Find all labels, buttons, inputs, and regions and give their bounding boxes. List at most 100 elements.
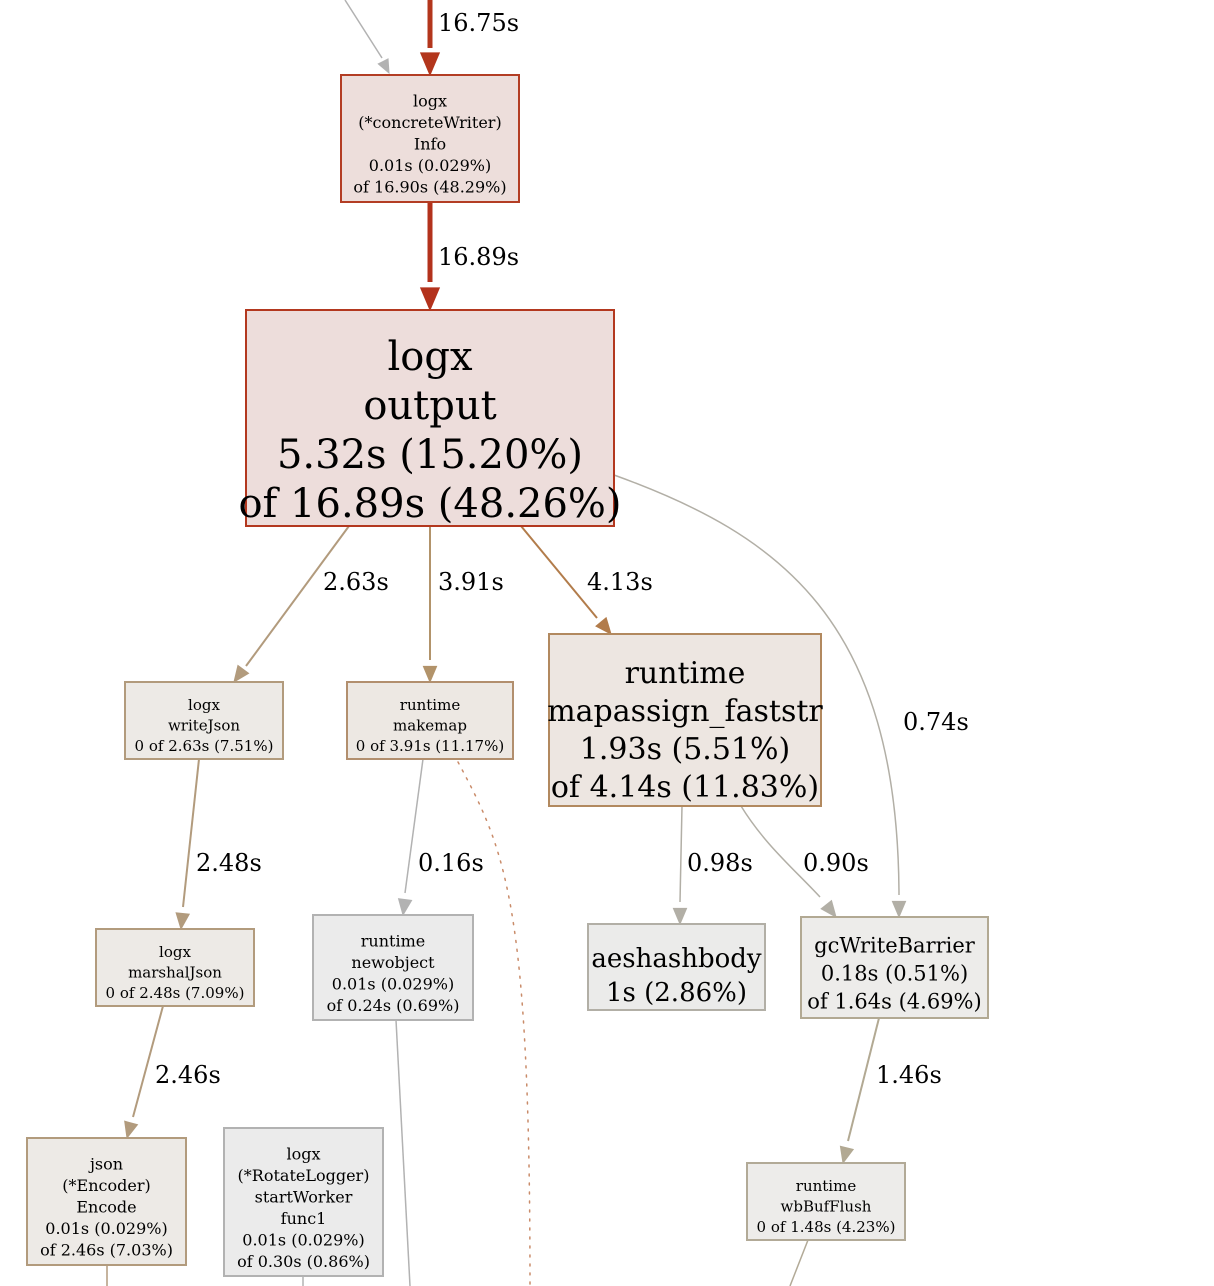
newobject-down-edge-stub: [395, 1019, 411, 1286]
edge-weight-label: 16.75s: [438, 9, 519, 37]
edge-arrowhead: [233, 664, 250, 684]
edge-output-to-gcwritebarrier[interactable]: 0.74s: [613, 474, 969, 919]
node-label-line: logx: [286, 1145, 320, 1164]
edge-weight-label: 0.74s: [903, 708, 969, 736]
node-label-line: runtime: [796, 1177, 857, 1195]
node-box: [245, 309, 615, 527]
edge-arrowhead: [839, 1145, 855, 1165]
edge-arrowhead: [820, 899, 837, 919]
edge-mapassign-to-aeshashbody[interactable]: 0.98s: [672, 805, 753, 926]
node-label-line: startWorker: [255, 1188, 353, 1207]
edge-line: [789, 1239, 809, 1286]
edges-layer: 16.75s 16.89s 2.63s 3.91s 4.13s 0.74s 2.48s 0.1…: [106, 0, 969, 1286]
edge-arrowhead: [397, 898, 413, 917]
node-label-line: func1: [281, 1209, 327, 1228]
node-box: [223, 1127, 384, 1277]
edge-weight-label: 4.13s: [587, 568, 653, 596]
node-label-line: marshalJson: [128, 964, 222, 982]
edge-line: [132, 1005, 164, 1118]
edge-line: [679, 805, 683, 903]
node-box: [800, 916, 989, 1019]
node-label-line: 5.32s (15.20%): [277, 432, 583, 478]
edge-gcwritebarrier-to-wbbufflush[interactable]: 1.46s: [839, 1017, 942, 1165]
node-label-line: 0 of 2.63s (7.51%): [135, 737, 274, 755]
node-label-line: of 16.89s (48.26%): [238, 481, 621, 527]
node-label-line: 0 of 1.48s (4.23%): [757, 1218, 896, 1236]
node-box: [346, 681, 514, 760]
node-label-line: 1s (2.86%): [606, 978, 747, 1008]
edge-line: [395, 1019, 411, 1286]
edge-weight-label: 2.46s: [155, 1061, 221, 1089]
edge-output-to-mapassign[interactable]: 4.13s: [520, 525, 653, 635]
edge-line: [847, 1017, 880, 1142]
edge-weight-label: 2.63s: [323, 568, 389, 596]
node-aeshashbody[interactable]: aeshashbody 1s (2.86%): [587, 923, 766, 1011]
node-label-line: json: [88, 1155, 123, 1174]
edge-makemap-to-newobject[interactable]: 0.16s: [397, 758, 484, 917]
node-label-line: aeshashbody: [591, 944, 762, 974]
edge-arrowhead: [422, 665, 438, 684]
node-label-line: logx: [413, 92, 447, 111]
node-box: [746, 1162, 906, 1241]
node-label-line: 0.01s (0.029%): [332, 975, 454, 994]
edge-output-to-writejson[interactable]: 2.63s: [233, 525, 389, 684]
node-label-line: mapassign_faststr: [547, 694, 823, 729]
node-gc-write-barrier[interactable]: gcWriteBarrier 0.18s (0.51%) of 1.64s (4.6…: [800, 916, 989, 1019]
node-label-line: gcWriteBarrier: [814, 934, 976, 958]
edge-weight-label: 0.90s: [803, 849, 869, 877]
node-label-line: of 2.46s (7.03%): [40, 1241, 173, 1260]
node-box: [340, 74, 520, 203]
edge-line: [344, 0, 383, 59]
edge-writejson-to-marshaljson[interactable]: 2.48s: [175, 758, 262, 931]
node-label-line: 0 of 2.48s (7.09%): [106, 984, 245, 1002]
edge-makemap-dotted[interactable]: [457, 761, 531, 1286]
edge-line: [182, 758, 200, 908]
edge-arrowhead: [419, 287, 441, 312]
edge-line: [740, 805, 821, 898]
edge-info-to-output[interactable]: 16.89s: [419, 202, 519, 312]
edge-arrowhead: [595, 616, 612, 635]
node-label-line: 0.01s (0.029%): [242, 1231, 364, 1250]
node-label-line: 0.18s (0.51%): [821, 962, 968, 986]
edge-arrowhead: [377, 58, 390, 75]
edge-mapassign-to-gcwritebarrier[interactable]: 0.90s: [740, 805, 869, 919]
node-label-line: (*Encoder): [62, 1176, 150, 1195]
node-label-line: runtime: [361, 932, 425, 951]
edge-line: [245, 525, 350, 667]
edge-weight-label: 2.48s: [196, 849, 262, 877]
node-label-line: of 0.24s (0.69%): [327, 996, 460, 1015]
node-label-line: of 1.64s (4.69%): [807, 990, 981, 1014]
edge-arrowhead: [419, 52, 441, 77]
edge-line: [613, 474, 900, 896]
edge-weight-label: 0.16s: [418, 849, 484, 877]
node-box: [95, 928, 255, 1007]
node-label-line: writeJson: [168, 717, 240, 735]
node-label-line: runtime: [625, 656, 746, 691]
node-label-line: logx: [159, 943, 191, 961]
edge-arrowhead: [175, 912, 191, 931]
node-label-line: 0.01s (0.029%): [369, 156, 491, 175]
edge-arrowhead: [891, 900, 907, 919]
edge-arrowhead: [124, 1120, 139, 1140]
edge-line: [520, 525, 598, 619]
edge-into-info[interactable]: 16.75s: [419, 0, 519, 77]
edge-line: [457, 761, 531, 1286]
node-label-line: logx: [387, 334, 472, 380]
node-label-line: Info: [414, 135, 446, 154]
node-box: [548, 633, 822, 807]
edge-output-to-makemap[interactable]: 3.91s: [422, 526, 504, 684]
edge-marshaljson-to-encode[interactable]: 2.46s: [124, 1005, 221, 1140]
node-box: [26, 1137, 187, 1266]
node-rotate-logger-start-worker[interactable]: logx(*RotateLogger)startWorkerfunc10.01s…: [223, 1127, 384, 1277]
wbbufflush-down-edge-stub: [789, 1239, 809, 1286]
node-marshal-json[interactable]: logx marshalJson 0 of 2.48s (7.09%): [95, 928, 255, 1007]
node-label-line: of 4.14s (11.83%): [551, 770, 819, 805]
